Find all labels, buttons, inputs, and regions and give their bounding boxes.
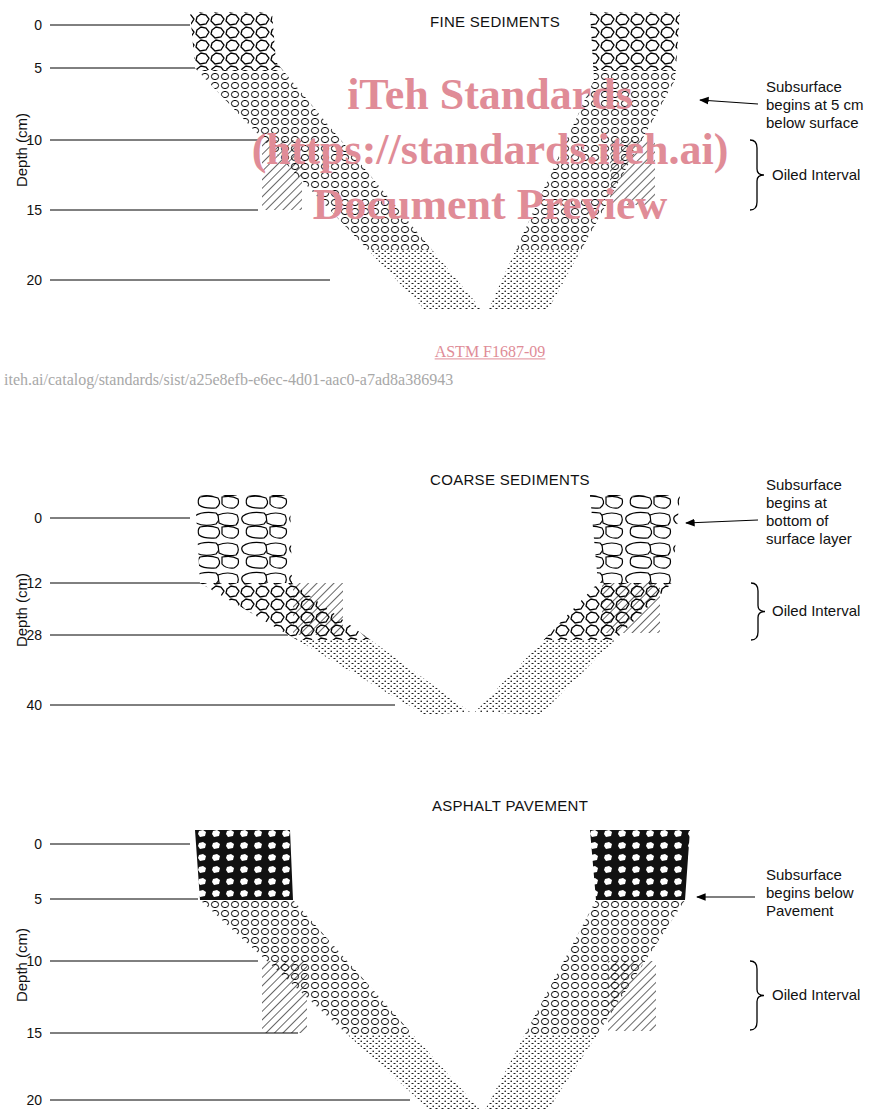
sediment-layer <box>195 495 470 583</box>
depth-tick-line <box>50 1100 410 1101</box>
watermark: iTeh Standards <box>347 73 633 117</box>
subsurface-note: Subsurface begins at 5 cm below surface <box>766 78 868 132</box>
sediment-layer <box>475 640 680 715</box>
depth-tick-line <box>50 140 258 141</box>
sediment-layer <box>488 250 680 310</box>
sediment-layer <box>195 830 480 900</box>
depth-value: 20 <box>26 1092 42 1109</box>
depth-tick-line <box>50 899 198 900</box>
sediment-layer <box>485 1035 690 1110</box>
sediment-layer <box>190 250 482 310</box>
subsurface-note: Subsurface begins below Pavement <box>766 866 868 920</box>
depth-value: 5 <box>34 60 42 77</box>
trench-wall <box>195 495 470 715</box>
oiled-interval-label: Oiled Interval <box>772 166 860 184</box>
depth-value: 0 <box>34 17 42 34</box>
depth-value: 10 <box>26 132 42 149</box>
depth-tick-line <box>50 280 330 281</box>
depth-tick-line <box>50 705 395 706</box>
depth-value: 12 <box>26 575 42 592</box>
panel-title: COARSE SEDIMENTS <box>430 471 590 489</box>
depth-value: 20 <box>26 272 42 289</box>
depth-value: 10 <box>26 953 42 970</box>
trench-wall <box>485 830 690 1110</box>
sediment-layer <box>195 640 470 715</box>
depth-value: 28 <box>26 627 42 644</box>
watermark: ASTM F1687-09 <box>435 342 546 361</box>
interval-brace <box>751 583 765 640</box>
sediment-layer <box>195 900 480 1035</box>
watermark: Document Preview <box>313 183 668 227</box>
sediment-layer <box>475 495 680 583</box>
watermark: (https://standards.iteh.ai) <box>252 128 729 172</box>
trench-profile <box>50 830 764 1110</box>
subsurface-note: Subsurface begins at bottom of surface l… <box>766 476 868 548</box>
panel-title: ASPHALT PAVEMENT <box>432 797 588 815</box>
sediment-layer <box>485 900 690 1035</box>
depth-value: 40 <box>26 697 42 714</box>
depth-tick-line <box>50 1033 298 1034</box>
sediment-layer <box>475 583 680 640</box>
depth-tick-line <box>50 635 288 636</box>
pointer-arrow <box>686 520 758 523</box>
sediment-layer <box>485 830 690 900</box>
depth-tick-line <box>50 518 190 519</box>
oiled-interval-label: Oiled Interval <box>772 602 860 620</box>
sediment-layer <box>195 1035 480 1110</box>
depth-tick-line <box>50 25 190 26</box>
trench-profile <box>50 495 765 715</box>
depth-tick-line <box>50 210 258 211</box>
pointer-arrow <box>700 100 758 104</box>
interval-brace <box>750 961 764 1030</box>
trench-wall <box>195 830 480 1110</box>
oiled-interval-label: Oiled Interval <box>772 986 860 1004</box>
depth-value: 15 <box>26 1025 42 1042</box>
pointer-arrow <box>697 896 755 897</box>
axis-title: Depth (cm) <box>13 113 31 187</box>
depth-value: 0 <box>34 836 42 853</box>
watermark: iteh.ai/catalog/standards/sist/a25e8efb-… <box>4 370 453 389</box>
depth-value: 5 <box>34 891 42 908</box>
trench-wall <box>475 495 680 715</box>
trench-profile <box>50 12 764 310</box>
interval-brace <box>750 140 764 210</box>
sediment-layer <box>195 583 470 640</box>
depth-value: 0 <box>34 510 42 527</box>
depth-tick-line <box>50 844 190 845</box>
depth-tick-line <box>50 961 258 962</box>
depth-value: 15 <box>26 202 42 219</box>
panel-title: FINE SEDIMENTS <box>430 13 560 31</box>
